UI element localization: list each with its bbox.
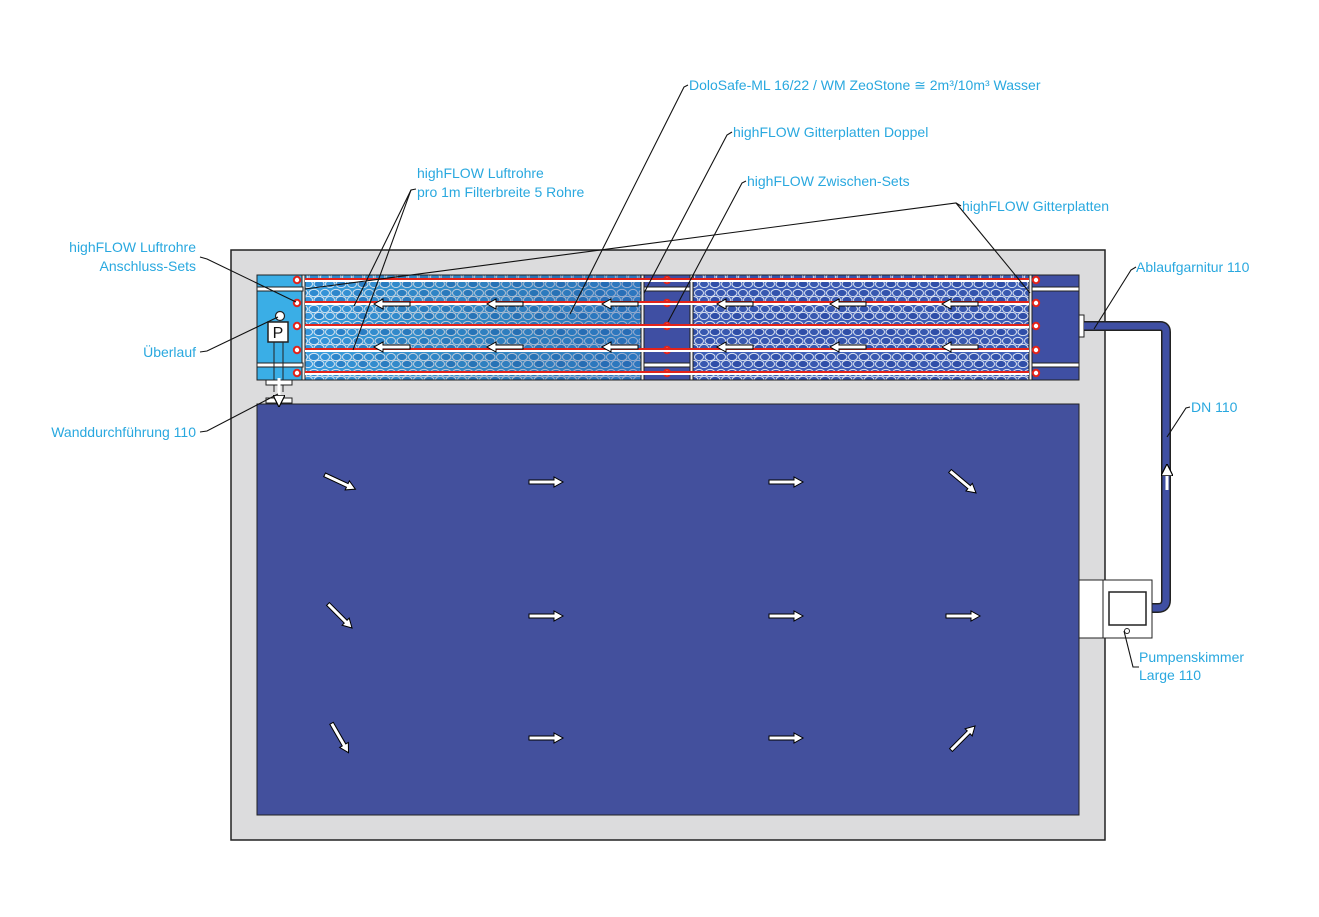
leader-luftrohre-b [352,189,412,351]
pool-flow-arrow-icon [768,476,805,488]
pool-water [256,403,1080,816]
filter-flow-arrow-icon [715,341,754,353]
chamber-crossbars [256,286,1080,368]
label-gitterplatten-doppel: highFLOW Gitterplatten Doppel [733,124,928,140]
pool-flow-arrow-icon [329,721,350,754]
label-anschluss-line1: highFLOW Luftrohre [69,239,196,255]
filter-flow-arrow-icon [600,298,639,310]
pool-flow-arrow-icon [768,732,805,744]
label-luftrohre-line2: pro 1m Filterbreite 5 Rohre [417,184,585,200]
air-pipes [292,275,1041,378]
pool-flow-arrow-icon [768,610,805,622]
leader-zwischen-sets [667,180,747,323]
air-pipe-connector-icon [1031,368,1041,378]
air-pipe-connector-icon [292,345,302,355]
filter-flow-arrow-icon [372,298,411,310]
leader-anschluss [199,256,297,303]
filter-flow-arrow-icon [715,298,754,310]
leader-dolosafe [569,84,689,315]
pool-flow-arrow-icon [528,476,565,488]
leader-ablaufgarnitur [1093,266,1137,330]
label-dolosafe: DoloSafe-ML 16/22 / WM ZeoStone ≅ 2m³/10… [689,77,1041,93]
filter-flow-arrow-icon [828,298,867,310]
air-pipe-connector-icon [1031,275,1041,285]
skimmer-dot-icon [1124,628,1130,634]
leader-ueberlauf [199,316,279,353]
label-luftrohre-line1: highFLOW Luftrohre [417,165,544,181]
pump-skimmer-basket [1108,591,1147,626]
pool-flow-arrow-icon [945,610,982,622]
filter-flow-arrow-icon [940,298,979,310]
air-pipe-connector-icon [292,321,302,331]
leader-lines [199,84,1191,668]
leader-gitterplatten-b [955,202,1031,294]
label-gitterplatten: highFLOW Gitterplatten [962,198,1109,214]
pool-flow-arrow-icon [948,725,976,753]
overflow-icon [274,310,286,322]
label-zwischen-sets: highFLOW Zwischen-Sets [747,173,910,189]
filter-flow-arrow-icon [940,341,979,353]
pool-flow-arrow-icon [528,732,565,744]
label-pumpenskimmer-line2: Large 110 [1139,667,1201,683]
leader-wanddurchfuehrung [199,393,279,433]
air-pipe-connector-icon [292,298,302,308]
air-pipe-connector-icon [292,368,302,378]
outlet-fitting-flange [1078,314,1085,338]
label-anschluss-line2: Anschluss-Sets [100,258,196,274]
leader-pumpenskimmer [1123,630,1139,668]
air-pipe-connector-icon [1031,298,1041,308]
label-ablaufgarnitur: Ablaufgarnitur 110 [1136,259,1250,275]
filter-flow-arrows [372,298,979,353]
label-ueberlauf: Überlauf [143,343,196,360]
pool-flow-arrow-icon [528,610,565,622]
pump-icon [267,321,289,343]
label-wanddurchfuehrung: Wanddurchführung 110 [51,424,196,440]
filter-flow-arrow-icon [828,341,867,353]
pool-flow-arrow-icon [947,468,977,494]
pump-symbol: P [273,325,284,342]
pool-flow-arrow-icon [323,472,357,491]
air-pipe-connector-icon [292,275,302,285]
pool-flow-arrows [323,468,982,754]
filter-flow-arrow-icon [485,341,524,353]
label-pumpenskimmer-line1: Pumpenskimmer [1139,649,1244,665]
leader-dn110 [1166,406,1191,438]
label-dn110: DN 110 [1191,399,1238,415]
pool-flow-arrow-icon [325,601,353,629]
filter-flow-arrow-icon [485,298,524,310]
air-pipe-connector-icon [1031,345,1041,355]
air-pipe-connector-icon [1031,321,1041,331]
filter-flow-arrow-icon [372,341,411,353]
filter-flow-arrow-icon [600,341,639,353]
